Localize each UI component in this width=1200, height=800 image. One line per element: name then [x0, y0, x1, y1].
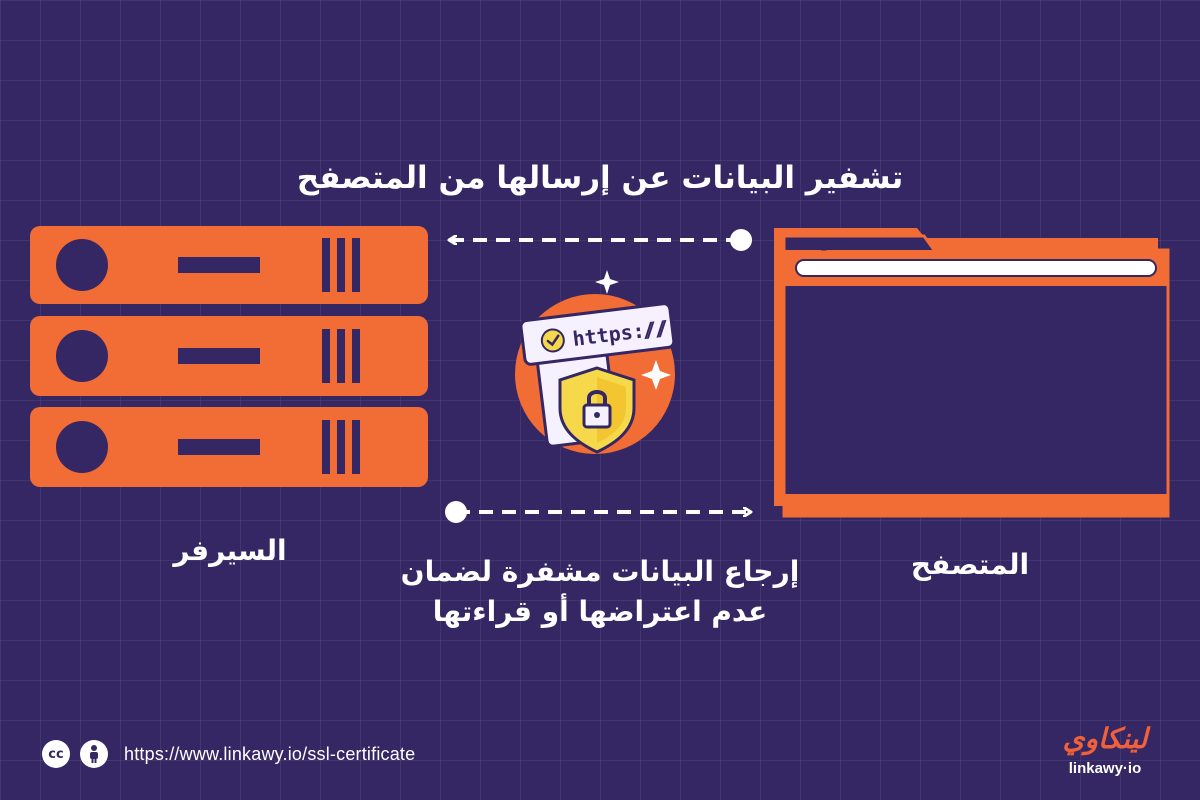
shield-icon	[558, 366, 636, 454]
footer: cc https://www.linkawy.io/ssl-certificat…	[42, 738, 415, 770]
encrypt-request-arrow	[452, 229, 752, 251]
encrypt-caption: تشفير البيانات عن إرسالها من المتصفح	[296, 160, 904, 196]
window-controls: x □ _	[796, 238, 827, 251]
logo-mark: لينكاوي	[1062, 722, 1148, 755]
https-shield-lock-icon: https:// //	[515, 270, 676, 454]
linkawy-logo: لينكاوي linkawy·io	[1050, 722, 1160, 782]
encrypted-response-arrow	[445, 501, 748, 523]
server-unit-1	[30, 226, 428, 304]
attribution-icon	[80, 740, 108, 768]
server-unit-3	[30, 407, 428, 487]
response-caption-line-2: عدم اعتراضها أو قراءتها	[432, 595, 768, 628]
server-unit-2	[30, 316, 428, 396]
browser-window-icon: x □ _	[774, 228, 1170, 518]
server-rack-icon	[30, 226, 428, 487]
response-caption-line-1: إرجاع البيانات مشفرة لضمان	[400, 555, 800, 588]
svg-text://: //	[641, 316, 668, 343]
creative-commons-icon: cc	[42, 740, 70, 768]
browser-label: المتصفح	[910, 548, 1030, 581]
server-label: السيرفر	[173, 534, 287, 567]
logo-text: linkawy·io	[1068, 760, 1142, 777]
source-url-link[interactable]: https://www.linkawy.io/ssl-certificate	[124, 743, 416, 764]
response-caption: إرجاع البيانات مشفرة لضمان عدم اعتراضها …	[380, 552, 820, 632]
